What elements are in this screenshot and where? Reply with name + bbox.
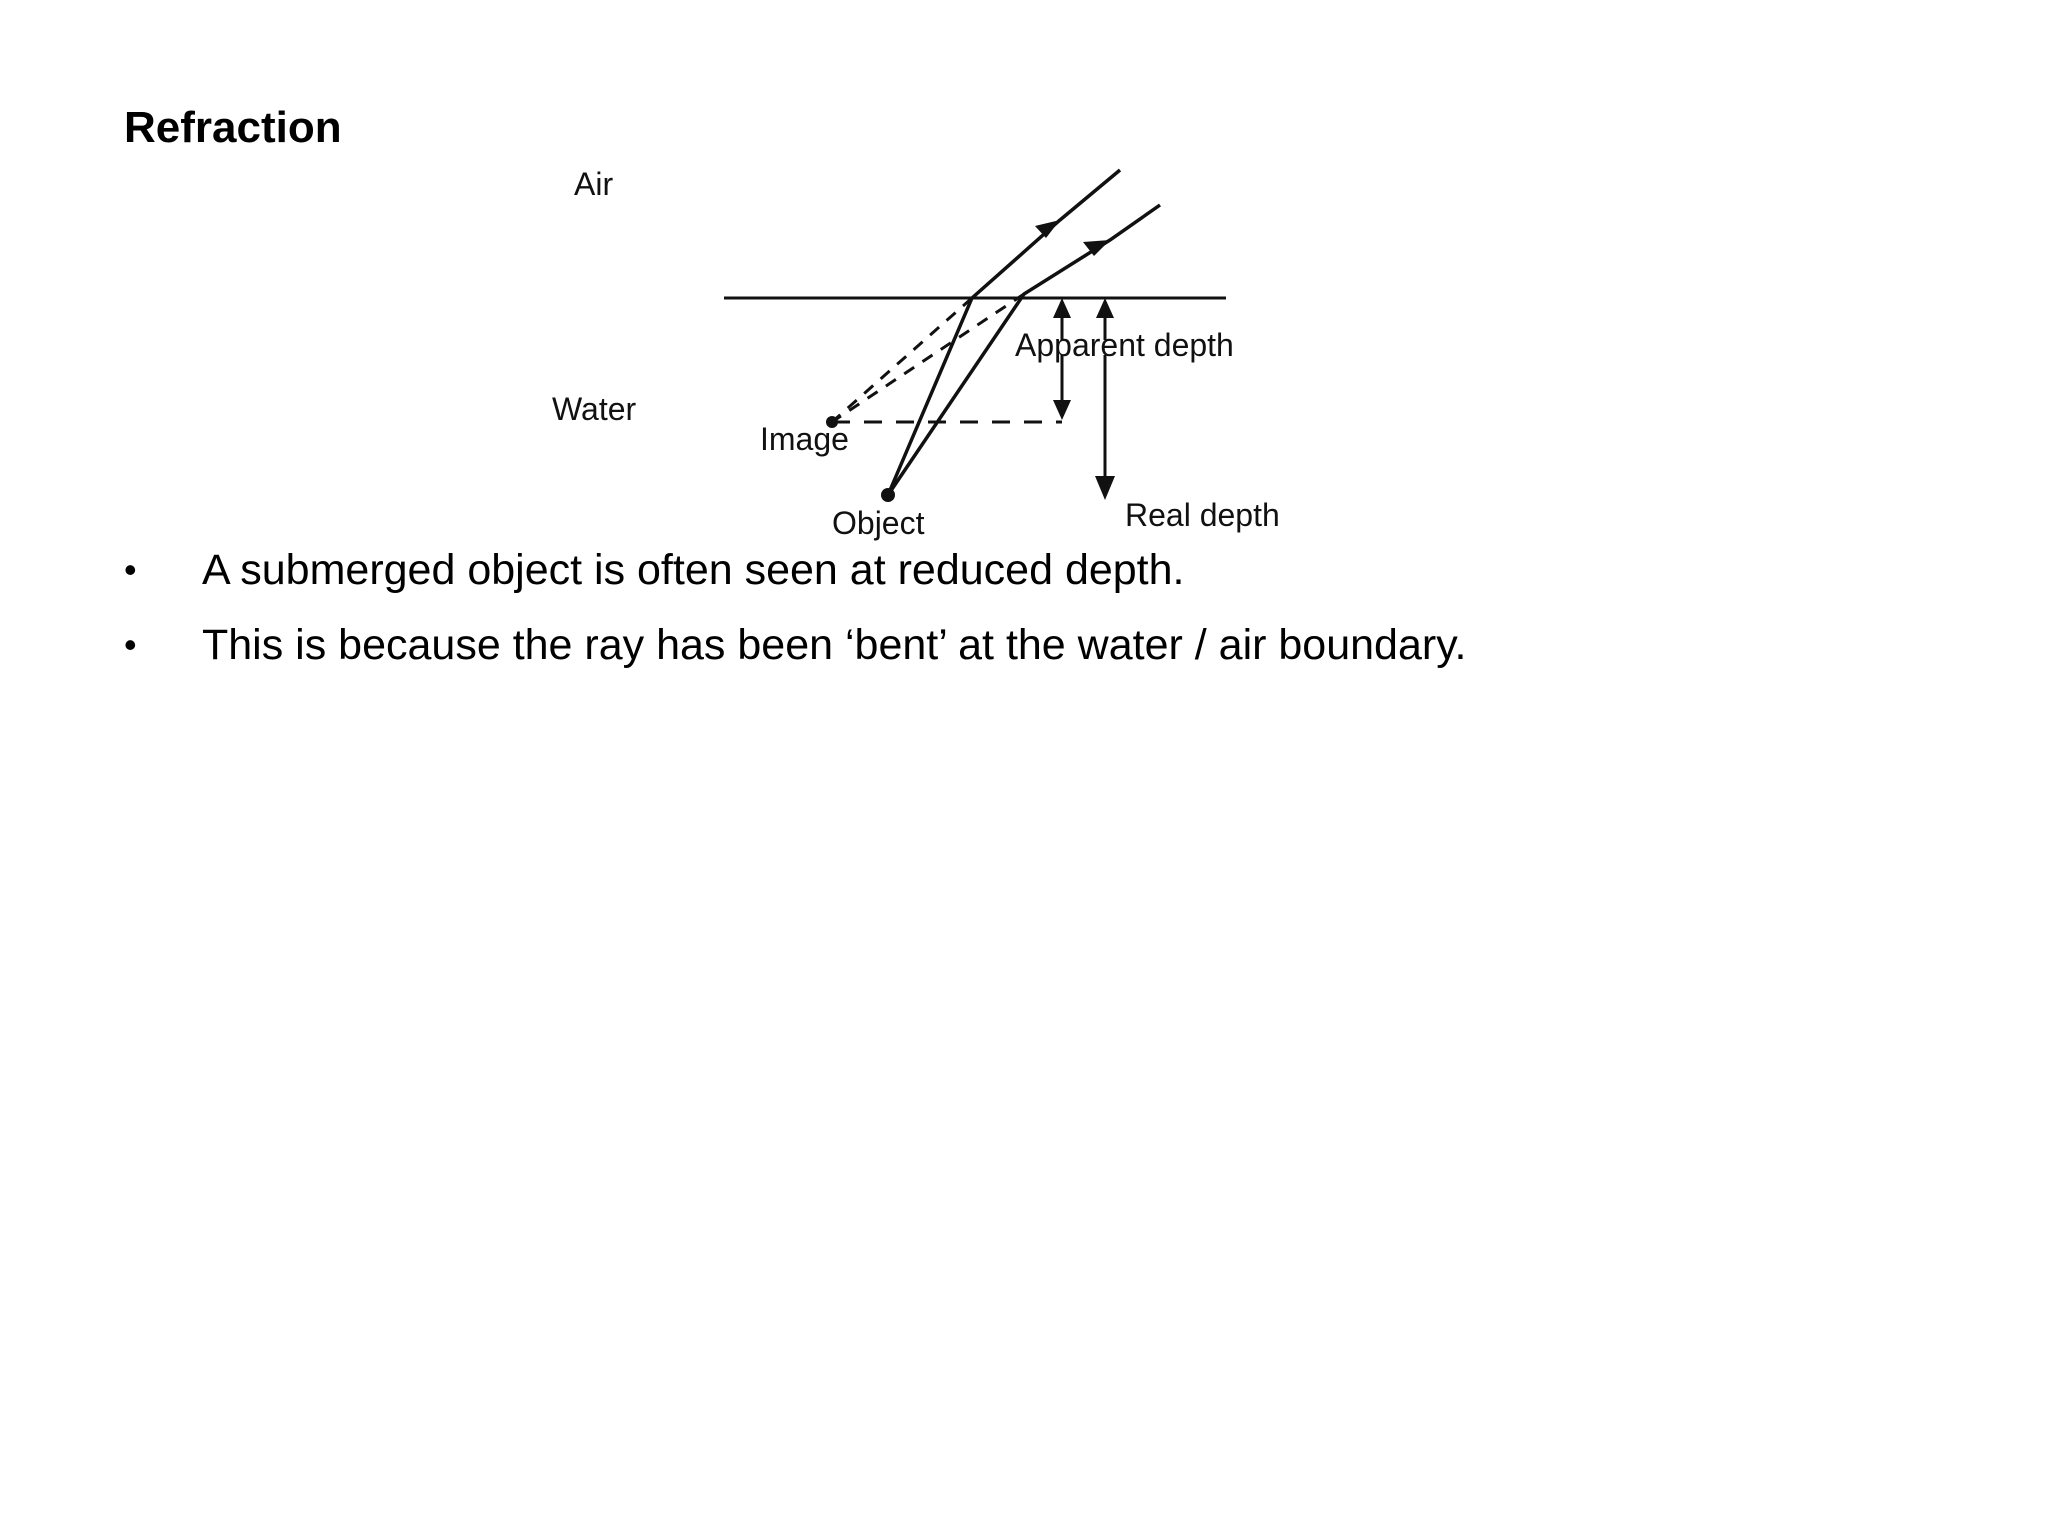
water-label: Water	[552, 391, 637, 427]
image-point	[826, 416, 838, 428]
bullet-text: This is because the ray has been ‘bent’ …	[202, 621, 1467, 669]
bullet-item: • A submerged object is often seen at re…	[124, 545, 1466, 595]
ray-arrowhead-left	[1035, 220, 1060, 238]
apparent-depth-label: Apparent depth	[1015, 327, 1234, 363]
bullet-symbol: •	[124, 624, 137, 665]
virtual-ray-right	[831, 292, 1025, 424]
slide-title: Refraction	[124, 103, 342, 152]
ray-arrowhead-right	[1083, 240, 1110, 256]
bullet-list: • A submerged object is often seen at re…	[124, 545, 1466, 695]
refraction-diagram: Air Water Apparent depth Image Object	[552, 166, 1280, 541]
object-label: Object	[832, 505, 925, 541]
apparent-depth-arrowhead-down	[1053, 400, 1071, 420]
air-label: Air	[574, 166, 613, 202]
real-depth-label: Real depth	[1125, 497, 1280, 533]
real-depth-arrowhead-down	[1095, 476, 1115, 500]
bullet-symbol: •	[124, 549, 137, 590]
object-point	[881, 488, 895, 502]
refracted-ray-right	[886, 203, 1162, 496]
real-depth-arrowhead-up	[1096, 298, 1114, 318]
refracted-ray-left	[886, 168, 1122, 496]
virtual-ray-left	[831, 296, 973, 424]
apparent-depth-arrowhead-up	[1053, 298, 1071, 318]
bullet-item: • This is because the ray has been ‘bent…	[124, 620, 1466, 670]
bullet-text: A submerged object is often seen at redu…	[202, 546, 1185, 594]
image-label: Image	[760, 421, 849, 457]
